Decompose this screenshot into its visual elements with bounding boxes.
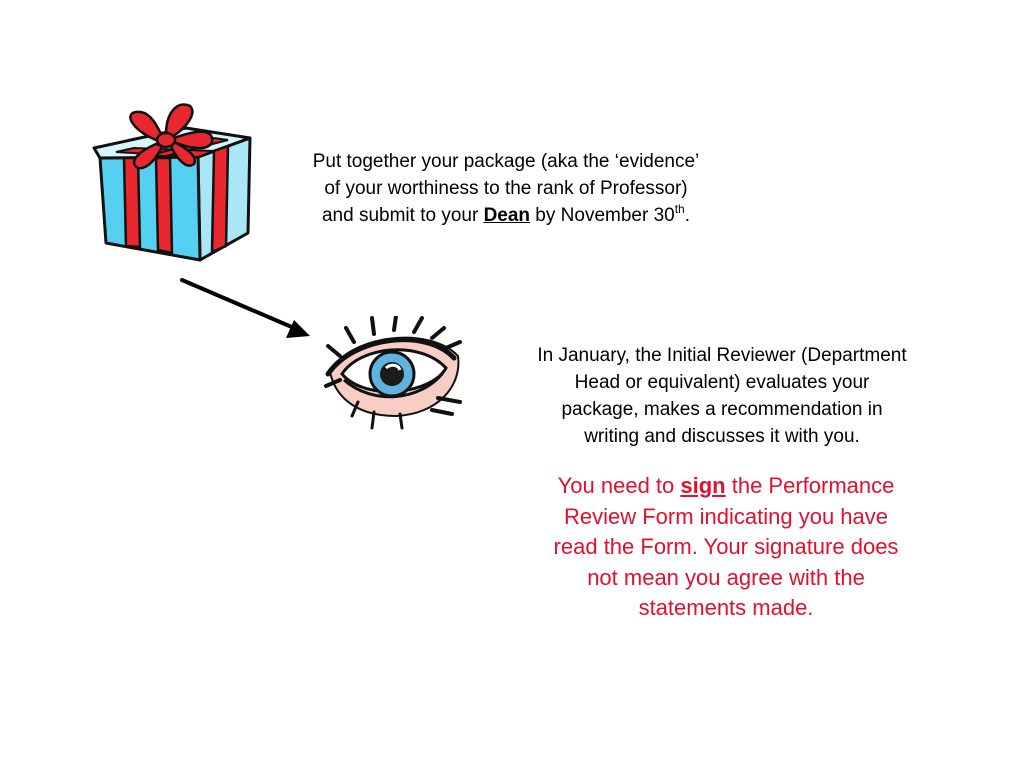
step1-line3-end: . [684,205,691,226]
eye-icon [324,316,462,430]
ordinal-suffix: th [674,201,685,216]
note-line5: statements made. [638,595,814,620]
step1-text: Put together your package (aka the ‘evid… [258,148,754,229]
step2-line4: writing and discusses it with you. [584,426,860,447]
note-line1: You need to sign the Performance [512,471,940,502]
step2-line3: package, makes a recommendation in [561,399,883,420]
step2-line1: In January, the Initial Reviewer (Depart… [537,345,907,366]
note-line3: read the Form. Your signature does [553,534,899,559]
sign-emphasis: sign [680,473,726,498]
signature-note: You need to sign the Performance Review … [512,471,940,624]
step1-line2: of your worthiness to the rank of Profes… [324,178,688,199]
step1-line3: and submit to your Dean by November 30th… [258,202,754,229]
step1-line3-before: and submit to your [321,205,484,226]
step1-line3-after: by November 30 [530,205,675,226]
note-line1-after: the Performance [725,473,895,498]
note-line1-before: You need to [557,473,681,498]
dean-emphasis: Dean [483,205,531,226]
note-line4: not mean you agree with the [587,564,865,590]
step1-line1: Put together your package (aka the ‘evid… [312,151,700,172]
arrow-icon [180,278,310,338]
gift-box-icon [92,103,252,262]
step2-line2: Head or equivalent) evaluates your [574,372,870,393]
note-line2: Review Form indicating you have [563,503,889,529]
step2-text: In January, the Initial Reviewer (Depart… [494,342,950,450]
